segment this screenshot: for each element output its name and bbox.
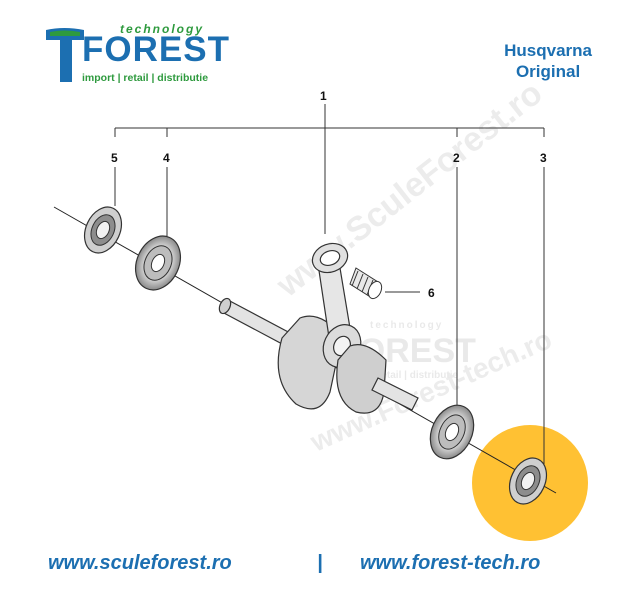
part-3-oil-seal: [508, 457, 548, 505]
part-1-crankshaft: [218, 242, 419, 414]
part-4-bearing: [134, 235, 182, 291]
part-2-bearing: [429, 404, 475, 460]
logo-tagline-bottom: import | retail | distributie: [82, 72, 209, 84]
callout-leaders: [114, 104, 545, 464]
part-5-oil-seal: [83, 206, 123, 254]
callout-1: 1: [320, 89, 327, 103]
footer-separator: |: [317, 552, 323, 574]
brand-line-2: Original: [515, 62, 581, 81]
callout-6: 6: [428, 286, 435, 300]
logo-name: FOREST: [82, 30, 230, 69]
callout-3: 3: [540, 151, 547, 165]
callout-4: 4: [163, 151, 170, 165]
logo-tagline-top: technology: [120, 22, 205, 36]
callout-2: 2: [453, 151, 460, 165]
brand-label: Husqvarna Original: [504, 40, 592, 82]
watermark-tagline-bottom: import | retail | distributie: [338, 370, 458, 381]
callout-5: 5: [111, 151, 118, 165]
watermark-tagline-top: technology: [370, 320, 443, 331]
part-6-needle-bearing: [349, 267, 383, 300]
footer: www.sculeforest.ro | www.forest-tech.ro: [0, 552, 640, 580]
brand-line-1: Husqvarna: [504, 41, 592, 60]
footer-link-sculeforest[interactable]: www.sculeforest.ro: [48, 552, 232, 574]
logo-t-icon: [46, 28, 84, 82]
forest-logo: technology FOREST import | retail | dist…: [46, 22, 229, 84]
footer-link-forest-tech[interactable]: www.forest-tech.ro: [360, 552, 541, 574]
watermark-url-1: www.SculeForest.ro: [269, 74, 550, 305]
